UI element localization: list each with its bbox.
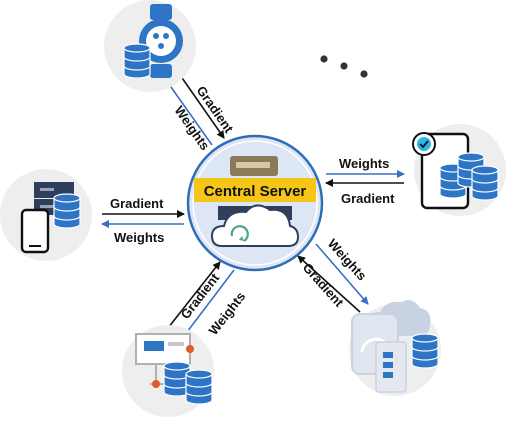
- label-weights-top: Weights: [172, 103, 213, 153]
- label-weights-left: Weights: [114, 230, 164, 245]
- database-icon: [185, 369, 213, 405]
- client-node-right: [412, 124, 506, 216]
- connections: [101, 74, 405, 337]
- arrow-weights-bottom-left: [183, 269, 235, 337]
- database-icon: [53, 193, 81, 229]
- arrow-gradient-bottom-left: [167, 261, 221, 329]
- computer-network-icon: [135, 333, 194, 388]
- arrow-weights-top: [165, 79, 213, 146]
- client-node-bottom-right: [349, 300, 441, 396]
- client-node-bottom-left: [122, 325, 214, 417]
- label-gradient-bottom-right: Gradient: [300, 260, 347, 310]
- arrow-weights-bottom-right: [315, 243, 369, 305]
- arrow-gradient-bottom-right: [297, 255, 361, 313]
- cloud-sync-icon: [210, 204, 300, 247]
- check-badge-icon: [412, 132, 436, 156]
- label-weights-bottom-left: Weights: [206, 289, 249, 338]
- central-server-node: Central Server: [186, 134, 324, 272]
- label-weights-bottom-right: Weights: [325, 236, 370, 283]
- database-icon: [411, 333, 439, 369]
- client-node-top: [104, 0, 196, 92]
- label-weights-right: Weights: [339, 156, 389, 171]
- database-icon: [471, 165, 499, 201]
- central-server-banner: [194, 178, 316, 202]
- more-clients-ellipsis: [320, 55, 368, 78]
- label-gradient-left: Gradient: [110, 196, 164, 211]
- database-icon: [123, 43, 151, 79]
- client-node-left: [0, 169, 92, 261]
- arrow-gradient-top: [179, 74, 225, 139]
- cloud-device-icon: [351, 300, 431, 393]
- label-gradient-right: Gradient: [341, 191, 395, 206]
- phone-icon: [20, 208, 50, 254]
- central-server-label: Central Server: [204, 183, 307, 200]
